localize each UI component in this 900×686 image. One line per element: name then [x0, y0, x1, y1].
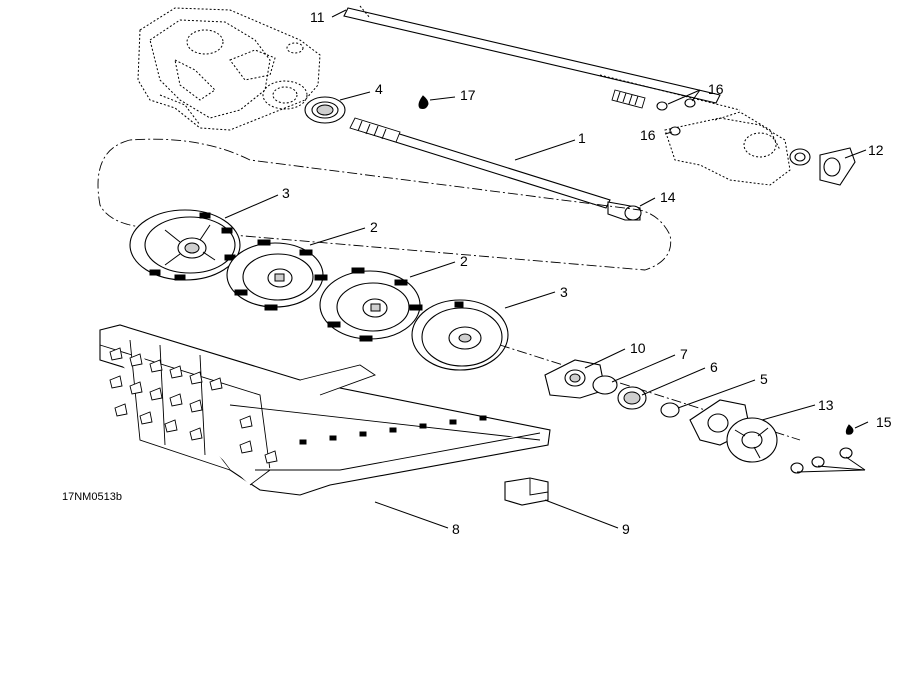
callout-3-upper: 3: [282, 185, 290, 201]
gearbox-housing: [137, 7, 321, 131]
bearing-4: [304, 96, 346, 124]
callout-4: 4: [375, 81, 383, 97]
drive-axle: [349, 117, 611, 209]
wheel-3-right: [411, 299, 509, 371]
washer-7: [592, 375, 618, 395]
spacer-5: [660, 402, 680, 418]
sprocket-3-left: [129, 209, 241, 281]
nuts-16: [656, 98, 696, 136]
callout-9: 9: [622, 521, 630, 537]
callout-14: 14: [660, 189, 676, 205]
sprocket-2-middle: [226, 239, 328, 311]
callout-17: 17: [460, 87, 476, 103]
nuts-15: [790, 424, 854, 474]
callout-5: 5: [760, 371, 768, 387]
right-housing: [664, 111, 856, 186]
grease-drop-17: [418, 95, 429, 109]
track-8: [99, 324, 551, 496]
axis-line: [499, 344, 801, 441]
callout-10: 10: [630, 340, 646, 356]
callout-2-upper: 2: [370, 219, 378, 235]
callout-8: 8: [452, 521, 460, 537]
bearing-housing-10: [544, 359, 606, 399]
track-envelope-outline: [97, 138, 672, 271]
housing-13: [689, 399, 778, 463]
callout-11: 11: [310, 9, 325, 25]
callout-12: 12: [868, 142, 884, 158]
drawing-code: 17NM0513b: [62, 491, 122, 503]
callout-13: 13: [818, 397, 834, 413]
hub-14: [607, 201, 642, 221]
sprocket-2-right: [319, 267, 423, 342]
clip-9: [504, 477, 549, 506]
callout-15: 15: [876, 414, 892, 430]
callout-16-lower: 16: [640, 127, 656, 143]
leader-lines: [224, 9, 869, 529]
callout-6: 6: [710, 359, 718, 375]
callout-2-lower: 2: [460, 253, 468, 269]
callout-16-upper: 16: [708, 81, 724, 97]
callout-labels: 11 17 4 1 16 16 12 14 3 2 2 3 10 7 6 5 1…: [62, 9, 892, 537]
callout-1: 1: [578, 130, 586, 146]
callout-3-lower: 3: [560, 284, 568, 300]
bearing-6: [617, 386, 647, 410]
callout-7: 7: [680, 346, 688, 362]
upper-shaft: [343, 5, 741, 111]
